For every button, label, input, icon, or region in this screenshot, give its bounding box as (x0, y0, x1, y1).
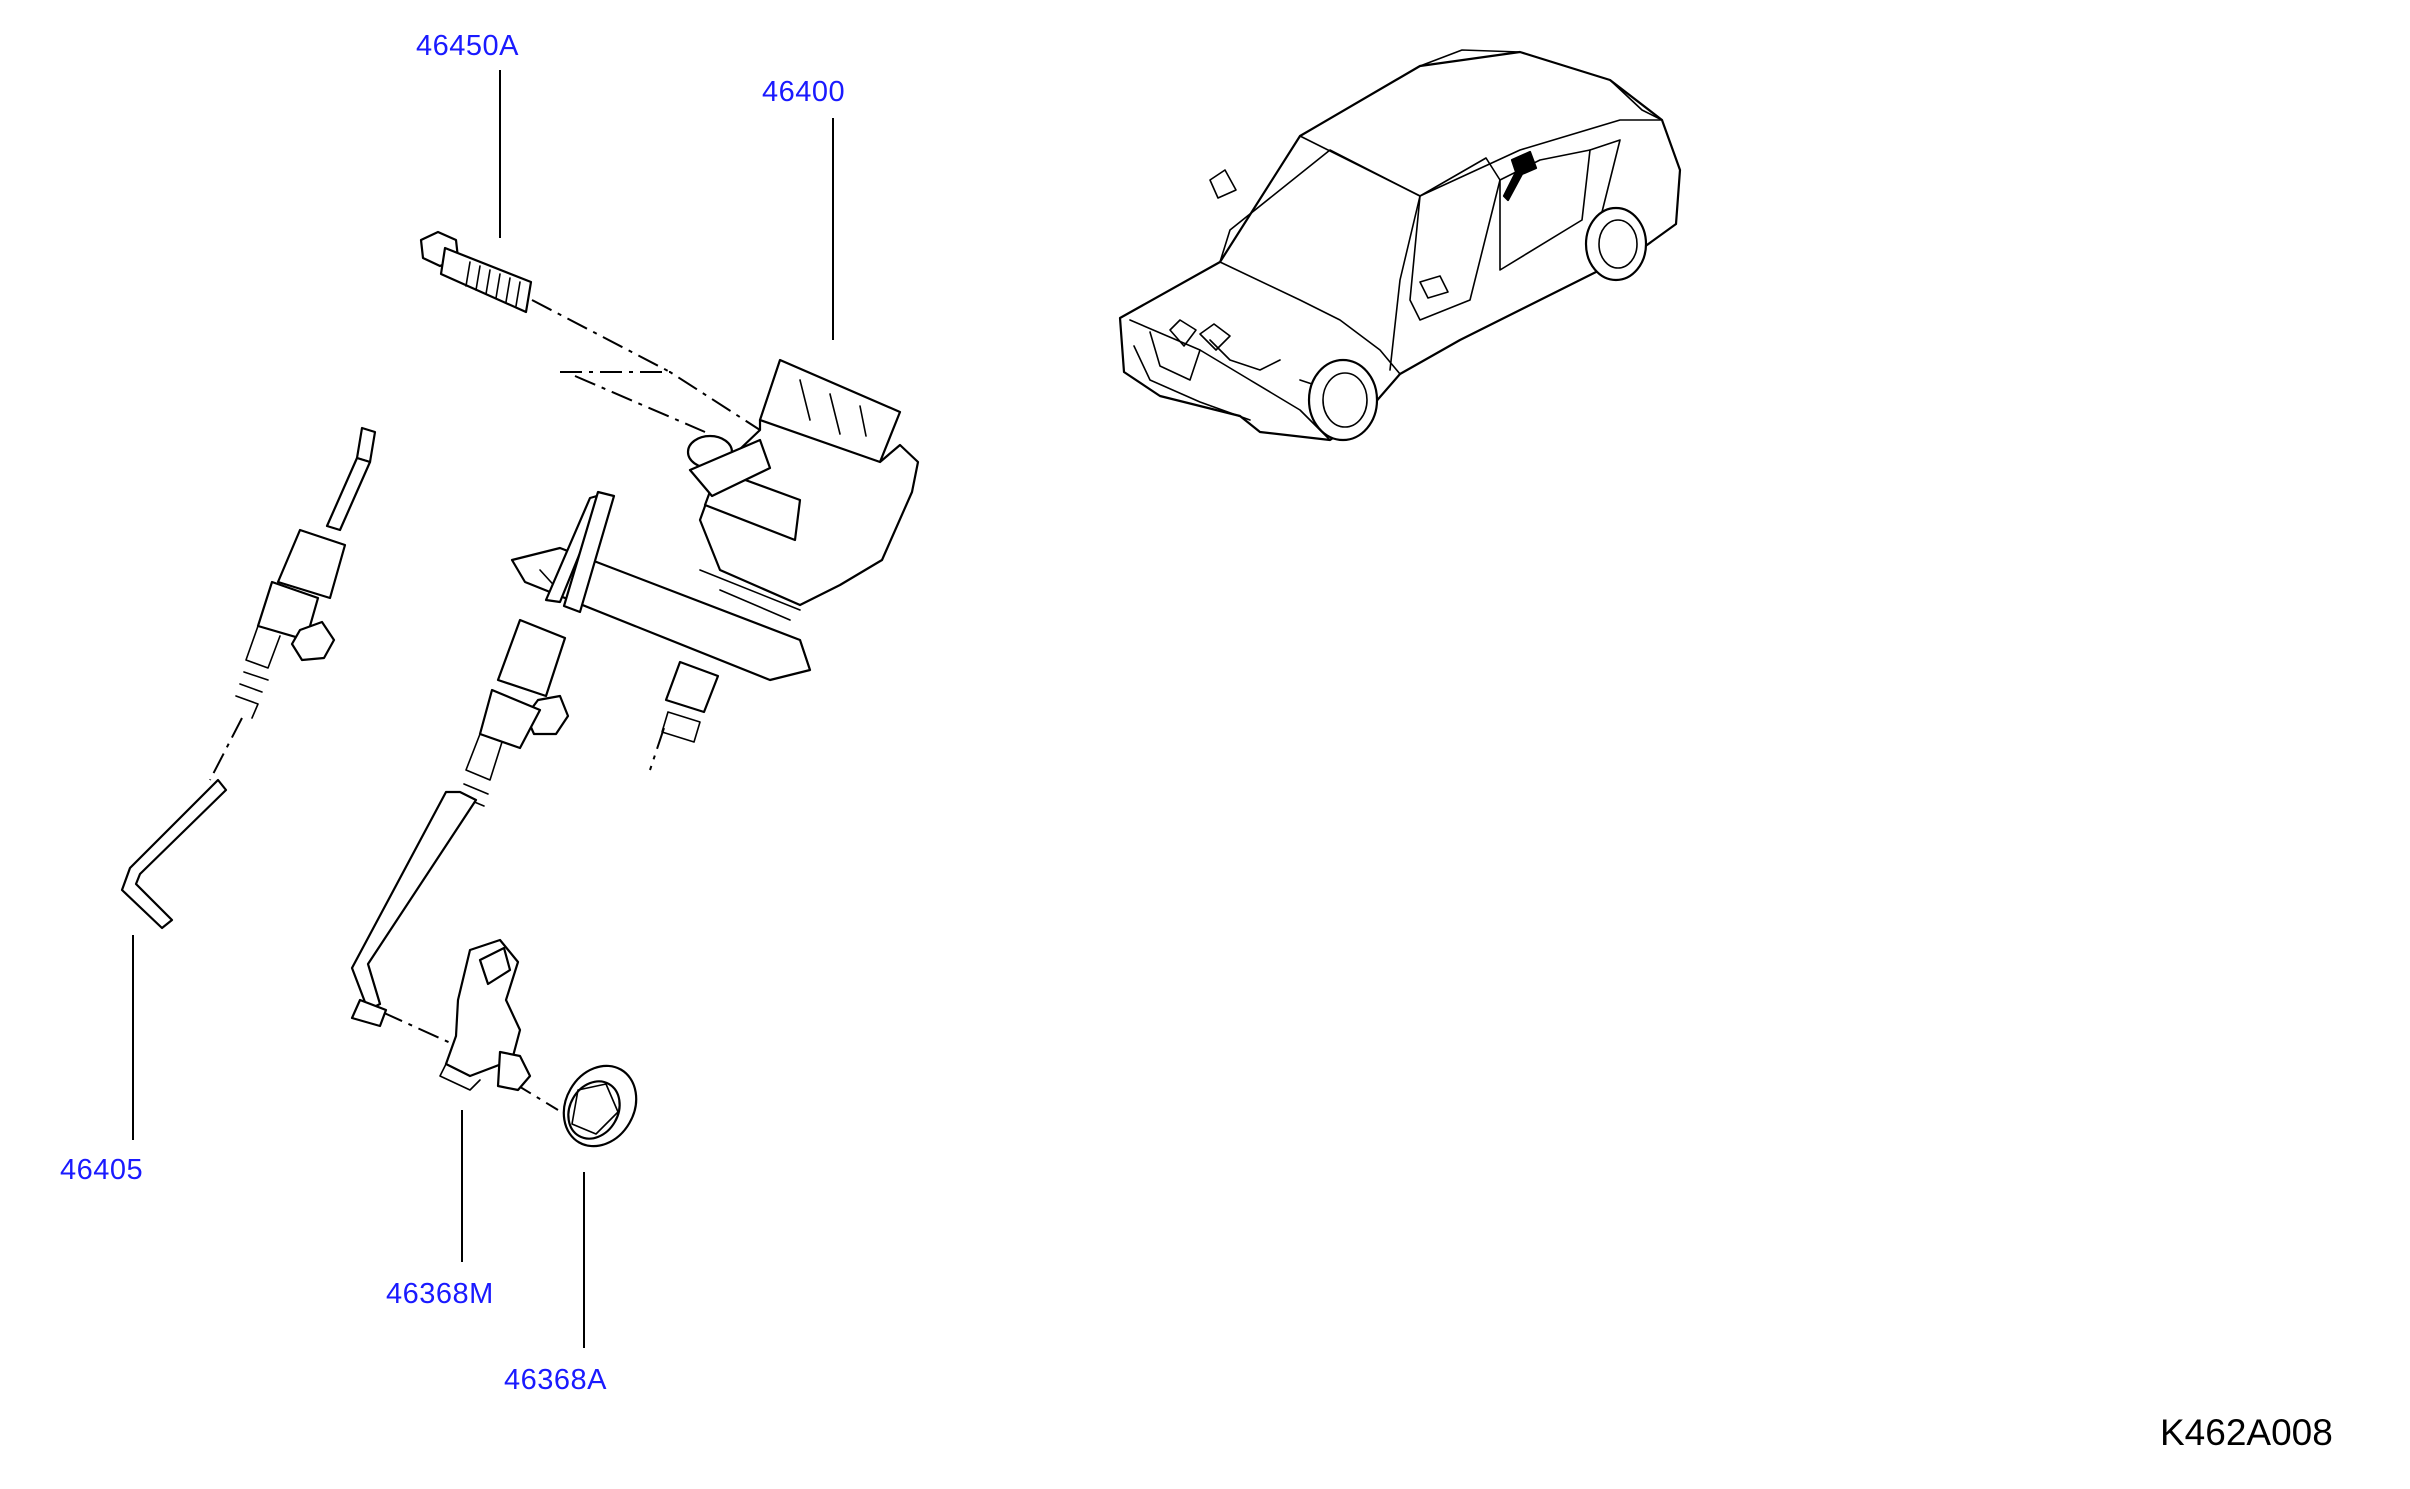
center-lines (209, 299, 761, 1111)
bolt-part (419, 230, 533, 314)
figure-code: K462A008 (2160, 1412, 2333, 1453)
leader-lines (132, 70, 834, 1348)
grommet-part (562, 1064, 638, 1148)
callout-46368A: 46368A (504, 1364, 607, 1396)
left-hose-part (120, 426, 377, 930)
callout-46368M: 46368M (386, 1278, 494, 1310)
callout-46405: 46405 (60, 1154, 144, 1186)
callout-46400: 46400 (762, 76, 846, 108)
clip-part (439, 938, 532, 1092)
callout-46450A: 46450A (416, 30, 519, 62)
master-cylinder-part (510, 358, 920, 743)
vehicle-illustration (1118, 49, 1682, 442)
center-hose-part (350, 490, 616, 1028)
